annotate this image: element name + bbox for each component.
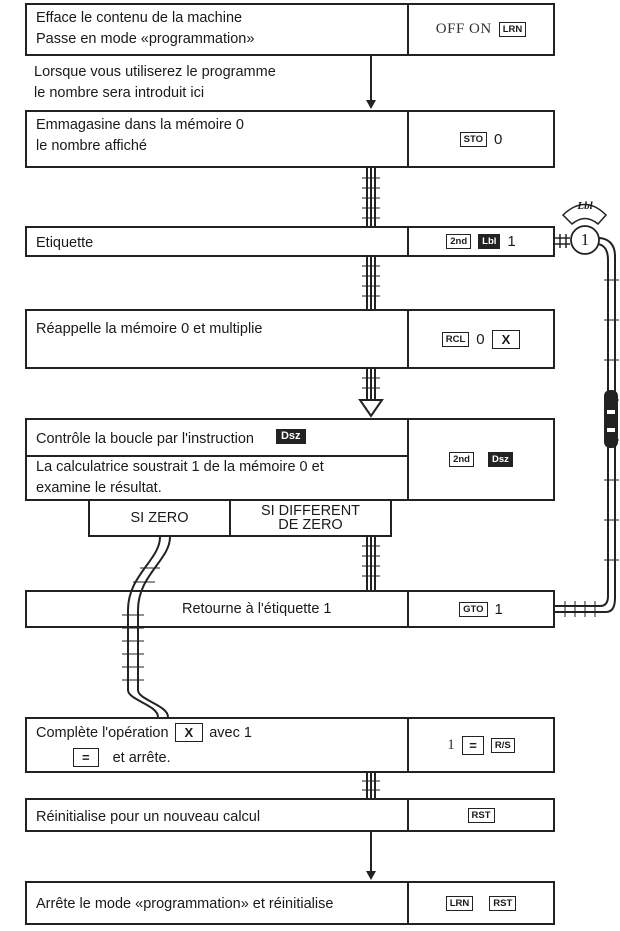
zero-branch-track [128,537,170,717]
arrowhead [366,100,376,109]
label-connector [555,234,570,248]
arrowhead [366,871,376,880]
train-icon [604,390,618,448]
arrowhead [360,400,382,416]
label-sign-number: 1 [575,230,595,250]
loop-track-ties [565,280,619,617]
label-sign-text: Lbl [571,200,599,212]
